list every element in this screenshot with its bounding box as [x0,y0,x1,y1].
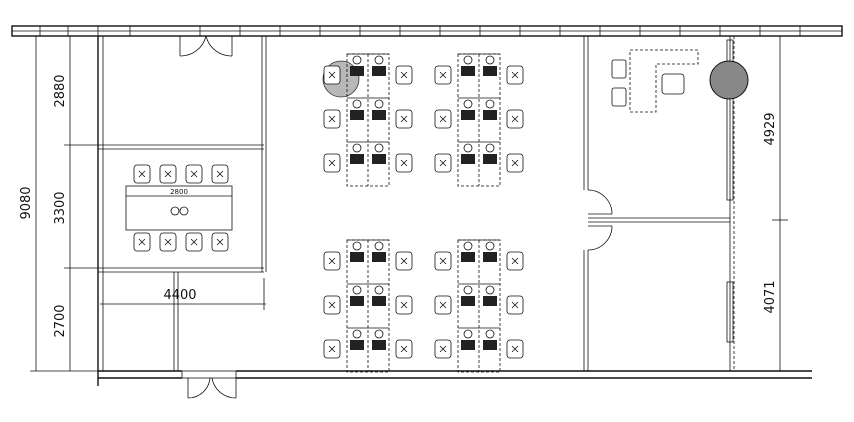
chair-icon [506,109,524,129]
chair-icon [434,153,452,173]
workstations [323,53,524,373]
monitor [483,110,497,120]
dimension-lines [30,35,788,372]
exterior-wall-top [11,25,843,37]
chair-icon [395,295,413,315]
chair-icon [133,164,151,184]
monitor [350,154,364,164]
monitor [372,66,386,76]
chair-icon [323,109,341,129]
chair-icon [395,339,413,359]
meeting-room-walls [98,36,267,371]
left-wall [97,36,104,371]
dim-total-height: 9080 [19,186,34,219]
meeting-table: 2800 [125,164,233,252]
monitor [350,66,364,76]
monitor [483,296,497,306]
dim-left-top: 2880 [53,74,68,107]
workstation-cluster [323,53,413,187]
dim-left-bottom: 2700 [53,304,68,337]
chair-icon [395,153,413,173]
chair-icon [133,232,151,252]
door-bottom [181,370,237,399]
manager-desk [611,49,699,113]
chair-icon [434,65,452,85]
chair-icon [211,164,229,184]
chair-icon [185,232,203,252]
dim-right-bottom: 4071 [763,280,778,313]
workstation-cluster [434,239,524,373]
chair-icon [323,295,341,315]
workstation-cluster [323,239,413,373]
chair-icon [434,109,452,129]
chair-icon [323,339,341,359]
chair-icon [159,232,177,252]
workstation-cluster [434,53,524,187]
monitor [461,252,475,262]
chair-icon [395,251,413,271]
chair-icon [434,295,452,315]
monitor [483,340,497,350]
monitor [372,154,386,164]
dim-room-width: 4400 [163,288,196,303]
monitor [461,340,475,350]
monitor [372,110,386,120]
chair-icon [395,109,413,129]
monitor [372,340,386,350]
chair-icon [434,251,452,271]
chair-icon [506,295,524,315]
chair-icon [434,339,452,359]
monitor [350,340,364,350]
chair-icon [323,251,341,271]
door-top [179,35,233,57]
chair-icon [159,164,177,184]
chair-icon [211,232,229,252]
chair-icon [506,251,524,271]
dim-right-top: 4929 [763,112,778,145]
monitor [350,296,364,306]
monitor [372,296,386,306]
monitor [461,66,475,76]
monitor [350,252,364,262]
monitor [461,110,475,120]
monitor [372,252,386,262]
chair-icon [323,153,341,173]
column-marker [709,60,749,100]
table-length-label: 2800 [170,188,188,196]
chair-icon [323,65,341,85]
chair-icon [395,65,413,85]
chair-icon [506,339,524,359]
dim-left-mid: 3300 [53,191,68,224]
monitor [461,296,475,306]
meeting-chairs [133,164,229,252]
monitor [483,66,497,76]
monitor [350,110,364,120]
monitor [483,154,497,164]
monitor [461,154,475,164]
monitor [483,252,497,262]
exterior-wall-bottom [97,370,812,386]
chair-icon [506,153,524,173]
chair-icon [185,164,203,184]
chair-icon [506,65,524,85]
